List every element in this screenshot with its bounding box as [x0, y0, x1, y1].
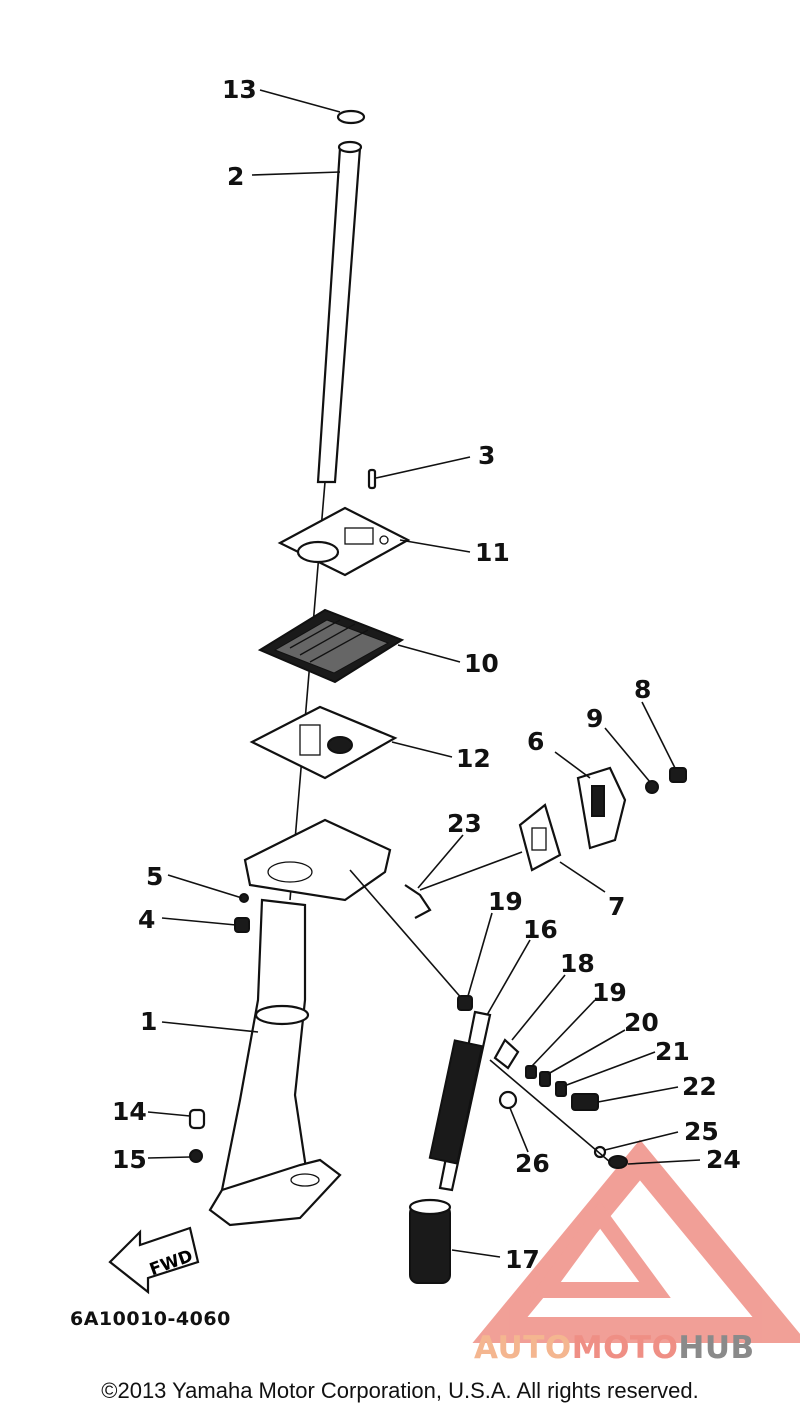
callout-labels: 13 2 3 11 10 12 8 9 6 23 7 5 4 19 16 18 … [112, 75, 741, 1274]
part-3-pin [367, 468, 377, 490]
part-26-ball [498, 1090, 518, 1110]
copyright-notice: ©2013 Yamaha Motor Corporation, U.S.A. A… [101, 1378, 699, 1403]
part-15-washer [189, 1149, 203, 1163]
watermark-moto: MOTO [571, 1330, 679, 1366]
callout-18: 18 [560, 949, 595, 978]
part-18-clip [493, 1038, 520, 1070]
watermark-hub: HUB [678, 1330, 755, 1366]
part-4-screw [234, 917, 250, 933]
callout-4: 4 [138, 905, 155, 934]
part-25-ring [593, 1145, 607, 1159]
callout-3: 3 [478, 441, 495, 470]
callout-7: 7 [608, 892, 625, 921]
callout-8: 8 [634, 675, 651, 704]
callout-2: 2 [227, 162, 244, 191]
callout-12: 12 [456, 744, 491, 773]
fwd-arrow: FWD [108, 1226, 200, 1295]
callout-16: 16 [523, 915, 558, 944]
watermark-auto: AUTO [474, 1330, 572, 1366]
part-12-plate [249, 705, 398, 780]
callout-20: 20 [624, 1008, 659, 1037]
callout-1: 1 [140, 1007, 157, 1036]
callout-24: 24 [706, 1145, 741, 1174]
callout-17: 17 [505, 1245, 540, 1274]
leader-lines [147, 89, 701, 1258]
callout-9: 9 [586, 704, 603, 733]
part-9-washer [645, 780, 659, 794]
callout-19b: 19 [592, 978, 627, 1007]
watermark-text: AUTOMOTOHUB [474, 1330, 755, 1366]
diagram-reference-code: 6A10010-4060 [70, 1308, 231, 1330]
callout-15: 15 [112, 1145, 147, 1174]
part-22-bolt [571, 1093, 599, 1111]
callout-11: 11 [475, 538, 510, 567]
part-19-collar [457, 995, 473, 1011]
part-21-spacer [555, 1081, 567, 1097]
part-11-plate [277, 506, 411, 577]
part-13-cap [336, 109, 366, 125]
part-24-cap [608, 1155, 628, 1169]
callout-25: 25 [684, 1117, 719, 1146]
part-1-steering-post [208, 818, 392, 1227]
callout-22: 22 [682, 1072, 717, 1101]
callout-21: 21 [655, 1037, 690, 1066]
callout-19: 19 [488, 887, 523, 916]
part-17-handle-grip [408, 1198, 452, 1284]
callout-14: 14 [112, 1097, 147, 1126]
part-2-shaft [316, 140, 363, 484]
callout-26: 26 [515, 1149, 550, 1178]
callout-6: 6 [527, 727, 544, 756]
part-10-gasket [257, 608, 405, 684]
part-16-throttle-rod [428, 1010, 492, 1192]
part-23-clip [404, 884, 432, 919]
part-14-screw [188, 1108, 206, 1130]
watermark-logo [472, 1139, 800, 1343]
callout-13: 13 [222, 75, 257, 104]
part-6-bracket [576, 766, 627, 850]
part-7-bracket [518, 803, 562, 872]
callout-5: 5 [146, 862, 163, 891]
callout-23: 23 [447, 809, 482, 838]
callout-10: 10 [464, 649, 499, 678]
part-8-nut [669, 767, 687, 783]
part-20-spacer [539, 1071, 551, 1087]
part-19b-collar [525, 1065, 537, 1079]
